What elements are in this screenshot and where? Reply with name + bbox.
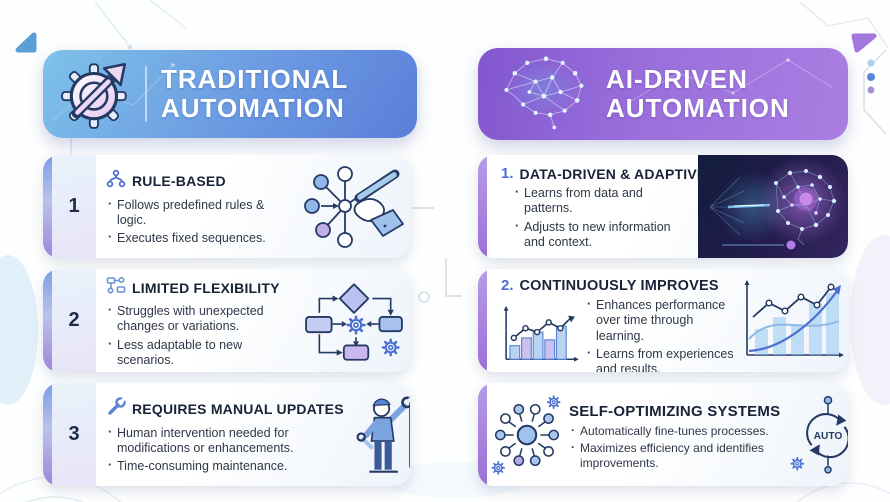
header-line1: AI-DRIVEN — [606, 64, 748, 95]
card-edge-strip — [478, 383, 487, 486]
card-data-driven-adaptive: 1. DATA-DRIVEN & ADAPTIVE Learns from da… — [478, 155, 848, 258]
card-edge-strip — [43, 383, 52, 486]
card-number: 3 — [52, 383, 96, 486]
card-continuously-improves: 2. CONTINUOUSLY IMPROVES — [478, 269, 848, 372]
branch-nodes-icon — [106, 169, 126, 194]
bullet: Less adaptable to new scenarios. — [106, 337, 292, 369]
card-number: 1 — [52, 155, 96, 258]
bullet: Automatically fine-tunes processes. — [569, 423, 777, 439]
card-self-optimizing-systems: SELF-OPTIMIZING SYSTEMS Automatically fi… — [478, 383, 848, 486]
glowing-ai-brain-illustration — [698, 155, 848, 258]
growth-curves-chart-illustration — [738, 269, 848, 372]
neural-brain-icon — [494, 50, 598, 139]
card-limited-flexibility: 2 LIMITED FLEXIBILITY Struggles with une… — [43, 269, 410, 372]
auto-label: AUTO — [814, 431, 843, 442]
card-title: CONTINUOUSLY IMPROVES — [519, 277, 719, 294]
bullet: Time-consuming maintenance. — [106, 458, 302, 474]
gear-arrow-icon — [59, 54, 135, 135]
bullet: Struggles with unexpected changes or var… — [106, 303, 292, 335]
wrench-icon — [106, 395, 127, 422]
header-line2: AUTOMATION — [606, 93, 790, 123]
rising-bar-chart-icon — [499, 303, 583, 372]
dot-blue-light — [867, 59, 875, 67]
dot-blue — [867, 73, 875, 81]
hand-drawing-node-network-illustration — [298, 155, 410, 258]
mini-flowchart-icon — [106, 275, 126, 300]
header-title-left: TRADITIONAL AUTOMATION — [161, 65, 348, 122]
card-edge-strip — [43, 269, 52, 372]
card-requires-manual-updates: 3 REQUIRES MANUAL UPDATES Human interven… — [43, 383, 410, 486]
card-number: 1. — [501, 165, 514, 182]
header-line2: AUTOMATION — [161, 93, 345, 123]
bullet: Maximizes efficiency and identifies impr… — [569, 440, 777, 470]
technician-updating-machine-illustration — [348, 383, 410, 486]
header-line1: TRADITIONAL — [161, 64, 349, 95]
card-title: SELF-OPTIMIZING SYSTEMS — [569, 402, 781, 420]
bullet: Adjusts to new information and context. — [513, 219, 693, 251]
card-title: REQUIRES MANUAL UPDATES — [132, 401, 344, 418]
bullet: Executes fixed sequences. — [106, 230, 294, 246]
card-title: DATA-DRIVEN & ADAPTIVE — [519, 165, 707, 182]
header-divider — [145, 66, 147, 122]
card-number: 2 — [52, 269, 96, 372]
header-network-lines — [627, 58, 834, 104]
bullet: Enhances performance over time through l… — [585, 297, 734, 344]
header-title-right: AI-DRIVEN AUTOMATION — [606, 65, 790, 122]
card-number: 2. — [501, 277, 514, 294]
card-title: LIMITED FLEXIBILITY — [132, 279, 280, 296]
dot-purple — [867, 86, 875, 94]
auto-refresh-gears-illustration: AUTO — [784, 383, 848, 486]
bullet: Human intervention needed for modificati… — [106, 425, 302, 457]
radial-network-icon — [487, 383, 567, 486]
flowchart-with-gears-illustration — [298, 269, 410, 372]
bullet: Learns from experiences and results. — [585, 346, 734, 372]
header-traditional-automation: TRADITIONAL AUTOMATION — [43, 50, 417, 138]
header-ai-driven-automation: AI-DRIVEN AUTOMATION — [478, 48, 848, 140]
bullet: Learns from data and patterns. — [513, 185, 693, 217]
card-edge-strip — [478, 269, 487, 372]
card-edge-strip — [43, 155, 52, 258]
corner-triangle-left — [15, 32, 37, 53]
bullet: Follows predefined rules & logic. — [106, 197, 294, 229]
card-rule-based: 1 RULE-BASED Follows predefined rules & … — [43, 155, 410, 258]
card-title: RULE-BASED — [132, 173, 226, 190]
corner-triangle-right — [851, 33, 877, 53]
card-edge-strip — [478, 155, 487, 258]
